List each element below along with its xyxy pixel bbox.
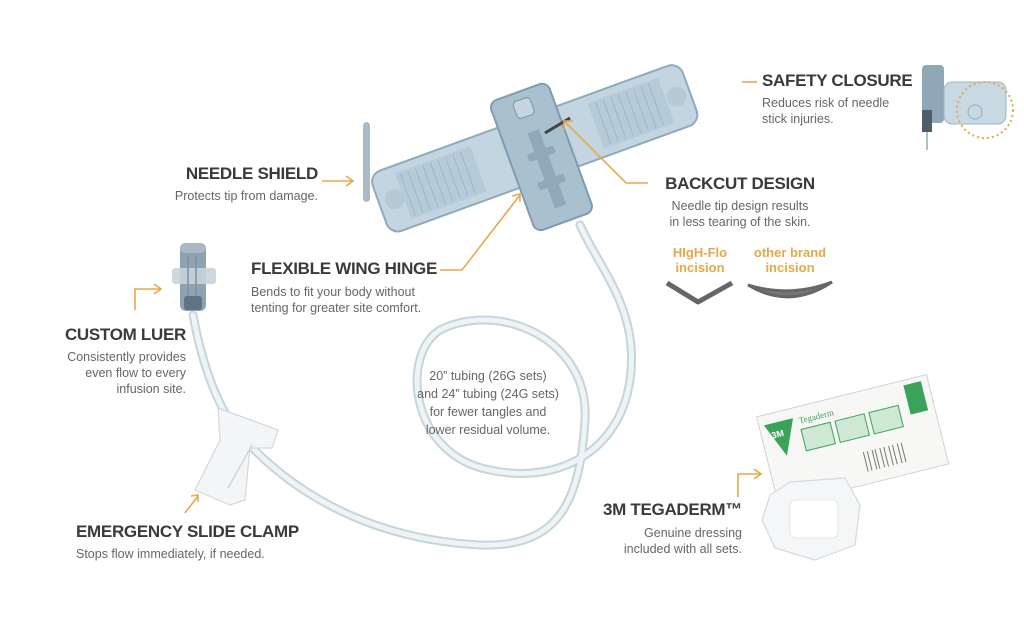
tubing-desc-line4: lower residual volume. <box>425 423 551 437</box>
custom-luer-desc-line2: even flow to every <box>85 366 186 380</box>
other-brand-incision-label: other brand incision <box>748 245 832 275</box>
safety-closure-title: SAFETY CLOSURE <box>762 71 913 90</box>
wing-hinge-desc-line1: Bends to fit your body without <box>251 285 415 299</box>
backcut-design-title: BACKCUT DESIGN <box>665 174 815 193</box>
tegaderm-desc-line2: included with all sets. <box>623 542 742 556</box>
tubing-desc-line3: for fewer tangles and <box>429 405 547 419</box>
higflo-incision-shape <box>665 280 734 305</box>
callout-emergency-slide-clamp: EMERGENCY SLIDE CLAMP Stops flow immedia… <box>76 522 299 562</box>
callout-safety-closure: SAFETY CLOSURE Reduces risk of needle st… <box>762 71 913 127</box>
slide-clamp-desc: Stops flow immediately, if needed. <box>76 547 265 561</box>
custom-luer <box>172 243 216 311</box>
higflo-label-line2: incision <box>675 260 725 275</box>
wing-hinge-title: FLEXIBLE WING HINGE <box>251 259 438 278</box>
safety-closure-desc-line2: stick injuries. <box>762 112 834 126</box>
callout-backcut-design: BACKCUT DESIGN Needle tip design results… <box>650 174 830 230</box>
tegaderm-desc-line1: Genuine dressing <box>644 526 742 540</box>
wing-hinge-desc-line2: tenting for greater site comfort. <box>251 301 422 315</box>
tubing-desc-line2: and 24” tubing (24G sets) <box>417 387 559 401</box>
tegaderm-package: 3M Tegaderm <box>756 373 950 507</box>
callout-custom-luer: CUSTOM LUER Consistently provides even f… <box>40 325 186 397</box>
other-label-line2: incision <box>765 260 815 275</box>
tubing <box>188 220 636 550</box>
safety-closure-desc-line1: Reduces risk of needle <box>762 96 890 110</box>
pointer-arrows <box>134 81 763 514</box>
needle-shield-desc: Protects tip from damage. <box>174 189 318 203</box>
callout-needle-shield: NEEDLE SHIELD Protects tip from damage. <box>148 164 318 204</box>
slide-clamp-title: EMERGENCY SLIDE CLAMP <box>76 522 299 541</box>
other-incision-shape <box>747 280 833 299</box>
backcut-design-desc-line2: in less tearing of the skin. <box>669 215 811 229</box>
custom-luer-title: CUSTOM LUER <box>64 325 186 344</box>
callout-tegaderm: 3M TEGADERM™ Genuine dressing included w… <box>590 500 742 557</box>
tubing-desc-line1: 20” tubing (26G sets) <box>429 369 547 383</box>
needle-shield <box>363 122 370 202</box>
callout-tubing: 20” tubing (26G sets) and 24” tubing (24… <box>408 368 568 438</box>
custom-luer-desc-line3: infusion site. <box>116 382 186 396</box>
needle-hub <box>489 82 593 232</box>
callout-flexible-wing-hinge: FLEXIBLE WING HINGE Bends to fit your bo… <box>251 259 437 316</box>
svg-text:3M: 3M <box>770 428 785 441</box>
tegaderm-title: 3M TEGADERM™ <box>602 500 742 519</box>
other-label-line1: other brand <box>753 245 827 260</box>
backcut-design-desc-line1: Needle tip design results <box>671 199 809 213</box>
safety-closure <box>922 65 1014 150</box>
slide-clamp <box>194 407 279 506</box>
higflo-incision-label: HIgH-Flo incision <box>668 245 732 275</box>
needle-shield-title: NEEDLE SHIELD <box>185 164 318 183</box>
custom-luer-desc-line1: Consistently provides <box>67 350 186 364</box>
higflo-label-line1: HIgH-Flo <box>672 245 728 260</box>
